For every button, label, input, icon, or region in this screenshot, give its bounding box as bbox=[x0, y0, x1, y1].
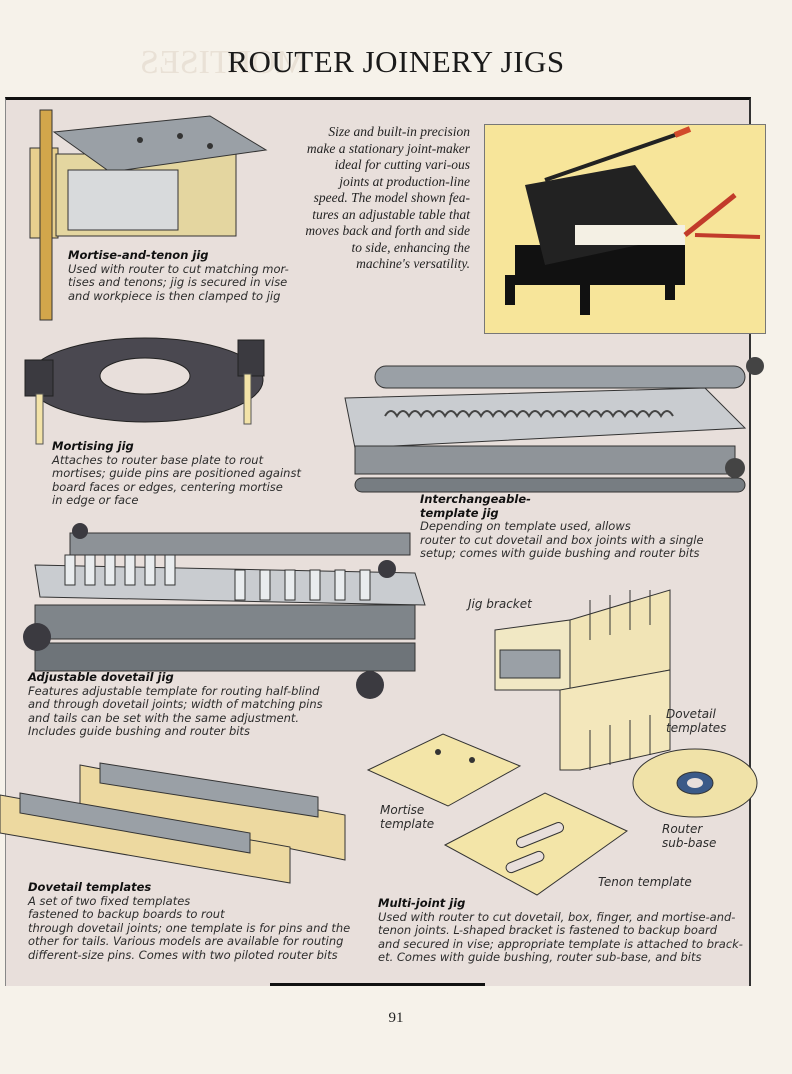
mortising-caption: Mortising jig Attaches to router base pl… bbox=[52, 439, 301, 508]
dovetail-templates-label-1: Dovetail bbox=[666, 707, 716, 721]
router-subbase-label-2: sub-base bbox=[662, 836, 717, 850]
intro-paragraph: Size and built-in precision make a stati… bbox=[305, 124, 470, 271]
joint-maker-photo bbox=[484, 124, 766, 334]
panel-bottom-rule bbox=[270, 983, 485, 986]
jig-bracket-label: Jig bracket bbox=[468, 597, 532, 611]
mortise-template-illustration bbox=[366, 733, 522, 807]
router-subbase-label-1: Router bbox=[662, 822, 703, 836]
dovetail-templates-caption: Dovetail templates A set of two fixed te… bbox=[28, 880, 351, 962]
dovetail-templates-illustration bbox=[0, 762, 346, 884]
page-title: ROUTER JOINERY JIGS bbox=[227, 44, 565, 79]
mortise-tenon-jig-illustration bbox=[29, 109, 268, 321]
multi-joint-jig-bracket-illustration bbox=[494, 589, 671, 771]
page-number: 91 bbox=[388, 1010, 404, 1026]
interchangeable-caption: Interchangeable- template jig Depending … bbox=[420, 492, 704, 561]
mortise-template-label-1: Mortise bbox=[380, 803, 425, 817]
mortise-tenon-caption: Mortise-and-tenon jig Used with router t… bbox=[68, 248, 289, 303]
tenon-template-label: Tenon template bbox=[598, 875, 692, 889]
adjustable-dovetail-jig-illustration bbox=[23, 523, 426, 699]
adjustable-dovetail-caption: Adjustable dovetail jig Features adjusta… bbox=[28, 670, 323, 739]
mortising-jig-illustration bbox=[24, 337, 265, 445]
tenon-template-illustration bbox=[443, 792, 628, 896]
dovetail-templates-label-2: templates bbox=[666, 721, 727, 735]
mortise-template-label-2: template bbox=[380, 817, 435, 831]
interchangeable-template-jig-illustration bbox=[344, 357, 764, 493]
multi-joint-caption: Multi-joint jig Used with router to cut … bbox=[378, 896, 743, 965]
router-subbase-illustration bbox=[632, 748, 758, 818]
